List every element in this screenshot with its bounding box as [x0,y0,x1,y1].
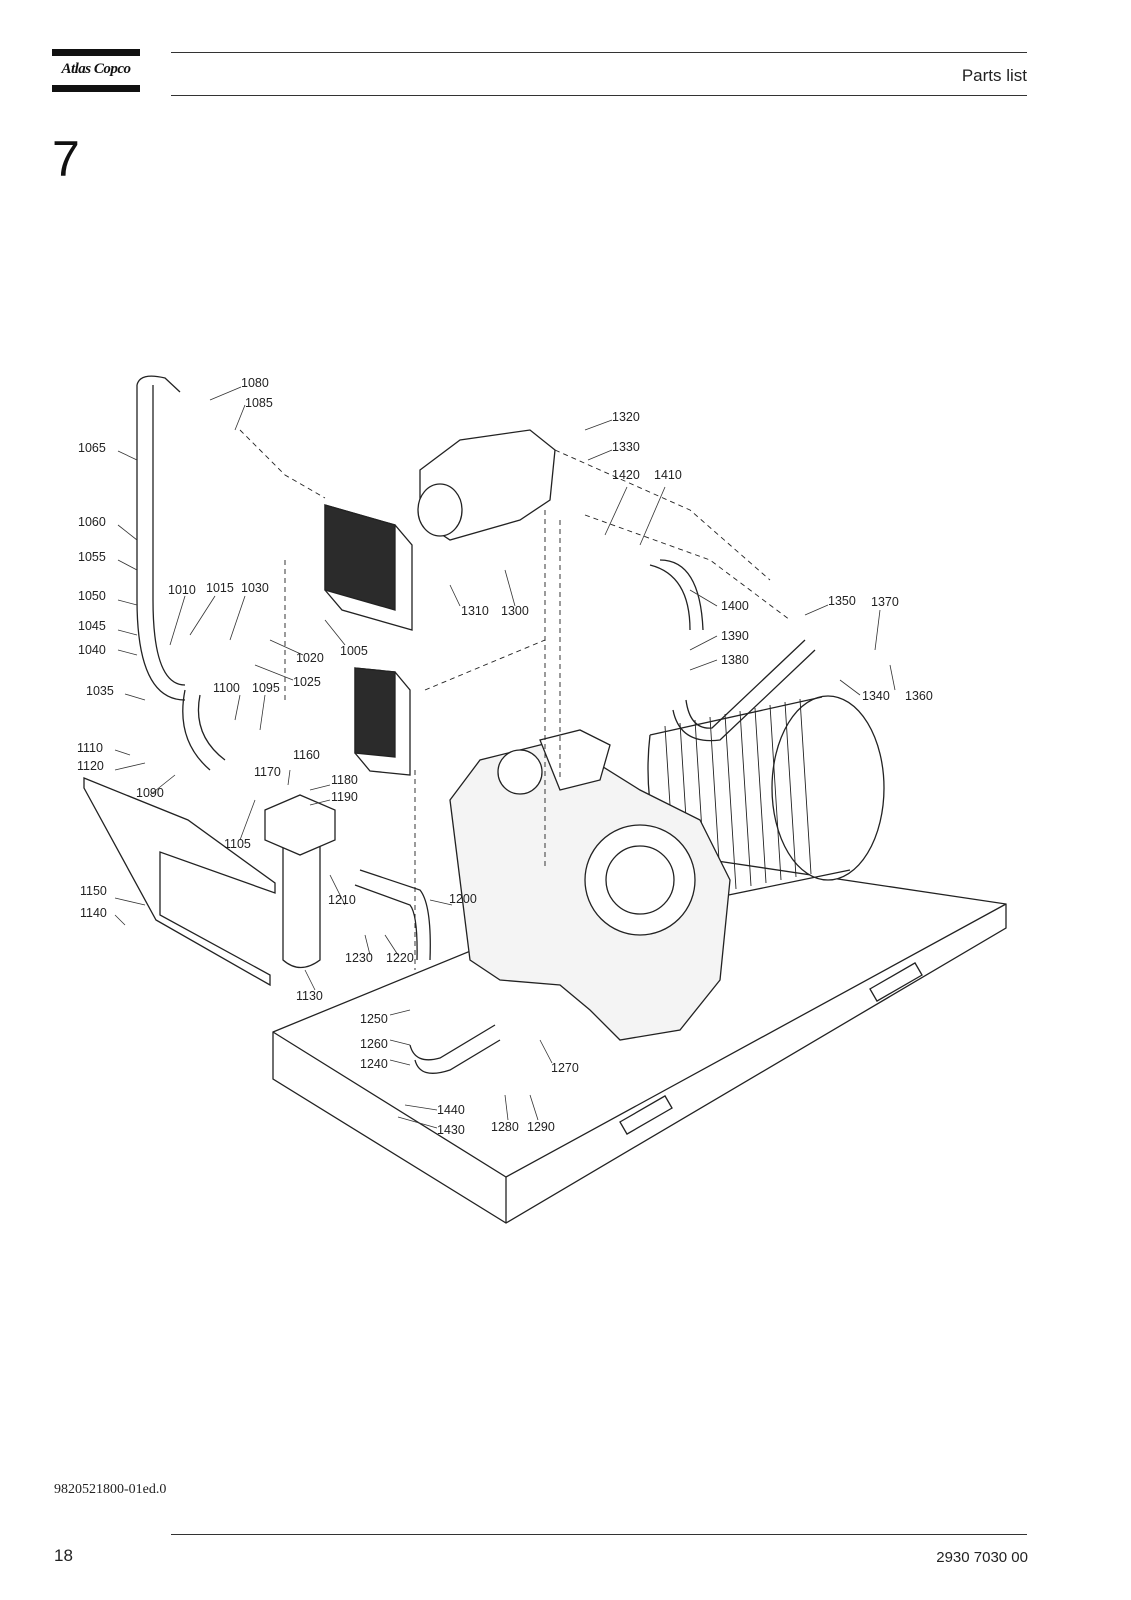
discharge-pipe [354,869,431,961]
callout-1260: 1260 [360,1037,388,1051]
bracket-plate [83,777,276,987]
callout-1050: 1050 [78,589,106,603]
logo-wordmark: Atlas Copco [61,61,131,77]
callout-1390: 1390 [721,629,749,643]
callout-1280: 1280 [491,1120,519,1134]
vertical-pipe [136,375,186,701]
callout-1270: 1270 [551,1061,579,1075]
callout-1010: 1010 [168,583,196,597]
callout-1025: 1025 [293,675,321,689]
callout-1140: 1140 [80,906,107,920]
callout-1130: 1130 [296,989,323,1003]
callout-1085: 1085 [245,396,273,410]
bend-pipe [182,689,226,771]
bottom-pipe [409,1024,501,1074]
part-callouts: 1080 1085 1065 1060 1055 1050 1045 1040 … [77,376,933,1137]
callout-1350: 1350 [828,594,856,608]
footer-rule [171,1534,1027,1535]
document-number: 2930 7030 00 [936,1549,1028,1566]
callout-1360: 1360 [905,689,933,703]
callout-1180: 1180 [331,773,358,787]
callout-1330: 1330 [612,440,640,454]
callout-1065: 1065 [78,441,106,455]
header-rule-top [171,52,1027,53]
callout-1150: 1150 [80,884,107,898]
heat-exchanger-2-core [354,667,396,758]
callout-1310: 1310 [461,604,489,618]
elbow-pipe-upper [649,559,704,631]
leader-lines [114,386,896,1129]
intercooler-housing-port [417,483,463,537]
atlas-copco-logo: Atlas Copco [52,49,140,95]
callout-1005: 1005 [340,644,368,658]
heat-exchanger-1-core [324,504,396,611]
callout-1030: 1030 [241,581,269,595]
callout-1095: 1095 [252,681,280,695]
callout-1170: 1170 [254,765,281,779]
callout-1210: 1210 [328,893,356,907]
callout-1090: 1090 [136,786,164,800]
callout-1380: 1380 [721,653,749,667]
header-rule-bottom [171,95,1027,96]
base-slot-right [869,962,923,1002]
callout-1055: 1055 [78,550,106,564]
callout-1230: 1230 [345,951,373,965]
base-slot-left [619,1095,673,1135]
document-code: 9820521800-01ed.0 [54,1482,167,1497]
callout-1340: 1340 [862,689,890,703]
callout-1240: 1240 [360,1057,388,1071]
elbow-pipe-lower [672,639,816,742]
assembly-guide-lines [239,429,791,970]
gear-housing [584,824,696,936]
logo-bottom-bar [52,85,140,92]
callout-1430: 1430 [437,1123,465,1137]
filter-head [264,794,336,856]
callout-1300: 1300 [501,604,529,618]
callout-1410: 1410 [654,468,682,482]
callout-1400: 1400 [721,599,749,613]
callout-1105: 1105 [224,837,251,851]
callout-1420: 1420 [612,468,640,482]
callout-1290: 1290 [527,1120,555,1134]
callout-1045: 1045 [78,619,106,633]
callout-1035: 1035 [86,684,114,698]
callout-1160: 1160 [293,748,320,762]
callout-1320: 1320 [612,410,640,424]
callout-1370: 1370 [871,595,899,609]
top-nozzle [539,729,611,791]
callout-1250: 1250 [360,1012,388,1026]
logo-top-bar [52,49,140,56]
filter-bowl [282,830,321,969]
callout-1120: 1120 [77,759,104,773]
callout-1110: 1110 [77,741,103,755]
callout-1020: 1020 [296,651,324,665]
callout-1220: 1220 [386,951,414,965]
gear-housing-inner [605,845,675,915]
motor-end-cap [771,695,885,881]
callout-1015: 1015 [206,581,234,595]
outlet-flange [497,749,543,795]
drawing [83,375,1007,1224]
page-number: 18 [54,1546,73,1565]
callout-1200: 1200 [449,892,477,906]
chapter-number: 7 [52,131,80,187]
callout-1190: 1190 [331,790,358,804]
callout-1100: 1100 [213,681,240,695]
section-title: Parts list [961,66,1027,85]
callout-1060: 1060 [78,515,106,529]
callout-1040: 1040 [78,643,106,657]
callout-1440: 1440 [437,1103,465,1117]
callout-1080: 1080 [241,376,269,390]
